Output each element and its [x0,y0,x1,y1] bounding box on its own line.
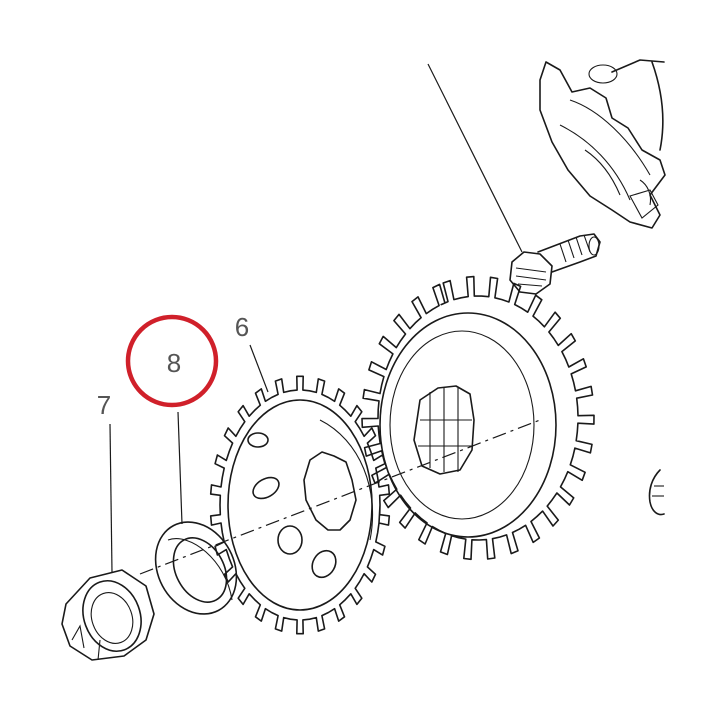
assembly-axis [139,419,541,575]
large-gear [361,275,595,561]
highlight-circle [125,314,219,408]
part-fragment-right [648,469,665,516]
leader-line-6 [249,344,269,393]
callout-label-6: 6 [235,312,249,342]
leader-line-8 [177,411,183,525]
crankcase-fragment [539,59,666,229]
bolt [509,233,601,295]
callout-label-7: 7 [97,390,111,420]
nut [61,569,155,661]
leader-line-bolt [427,63,523,253]
tone-wheel [209,375,391,635]
callout-label-8: 8 [167,348,181,378]
leader-line-7 [109,423,113,573]
washer [154,521,238,615]
